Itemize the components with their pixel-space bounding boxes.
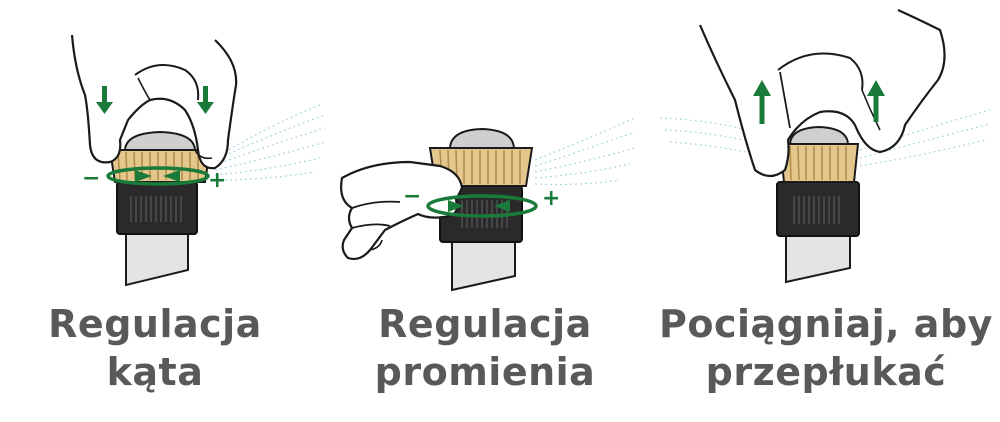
sprinkler-body-icon [776,181,860,237]
caption-line-1: Regulacja [48,302,262,346]
panel-radius-adjust: − + Regulacja promienia [330,0,660,422]
caption-line-2: przepłukać [705,350,947,394]
arrow-up-icon [753,80,885,124]
rotate-arrows-icon [426,194,538,218]
hand-pinch-rotate-icon [70,34,238,170]
minus-sign: − [82,166,101,191]
angle-adjust-illustration [70,34,326,287]
caption-radius-adjust: Regulacja promienia [320,300,650,396]
hand-finger-rotate-icon [340,160,464,261]
stem-icon [785,231,851,284]
caption-line-1: Pociągniaj, aby [659,302,993,346]
arrow-down-icon [96,86,214,114]
cap-icon [123,130,197,151]
rotate-arrows-icon [106,166,210,186]
plus-sign: + [542,186,561,211]
water-spray-icon [534,117,636,186]
stem-icon [125,229,189,287]
caption-line-2: promienia [374,350,596,394]
caption-angle-adjust: Regulacja kąta [0,300,320,396]
panel-angle-adjust: − + Regulacja kąta [0,0,330,422]
minus-sign: − [403,184,422,209]
flush-illustration [660,8,991,284]
caption-line-2: kąta [106,350,204,394]
caption-line-1: Regulacja [378,302,592,346]
panel-flush: Pociągniaj, aby przepłukać [659,0,1000,422]
brass-nozzle-icon [108,149,212,183]
water-spray-icon [660,109,991,167]
water-spray-icon [214,104,326,181]
cap-icon [788,125,850,145]
caption-flush: Pociągniaj, aby przepłukać [656,300,996,396]
radius-adjust-illustration [340,117,636,292]
plus-sign: + [208,168,227,193]
hand-pull-up-icon [698,8,946,178]
sprinkler-body-icon [116,181,198,235]
cap-icon [448,127,516,149]
stem-icon [451,239,516,292]
